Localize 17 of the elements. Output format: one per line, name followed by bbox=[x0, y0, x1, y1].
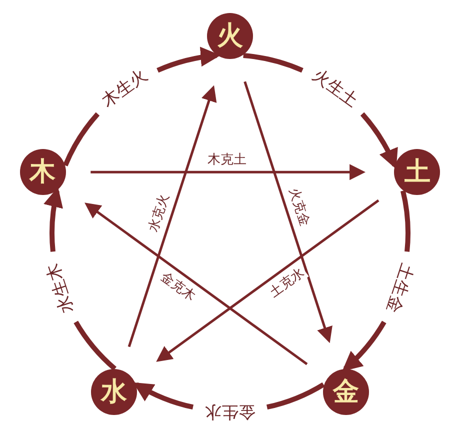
edge-label: 木克土 bbox=[205, 152, 248, 168]
element-circle: 水 bbox=[91, 369, 138, 416]
edge-label: 金生水 bbox=[202, 402, 258, 420]
curved-arrow bbox=[132, 382, 326, 410]
curved-arrow bbox=[240, 53, 398, 170]
arrow bbox=[90, 164, 366, 180]
curved-arrow bbox=[44, 186, 118, 372]
curved-arrow bbox=[62, 47, 221, 168]
arrow bbox=[84, 202, 308, 366]
arrow bbox=[156, 199, 380, 362]
element-circle: 木 bbox=[20, 149, 66, 196]
arrow bbox=[244, 81, 332, 344]
element-circle: 火 bbox=[207, 13, 253, 59]
curved-arrow bbox=[342, 188, 410, 372]
arrow bbox=[128, 85, 217, 348]
element-circle: 土 bbox=[394, 149, 440, 196]
element-circle: 金 bbox=[322, 369, 369, 416]
